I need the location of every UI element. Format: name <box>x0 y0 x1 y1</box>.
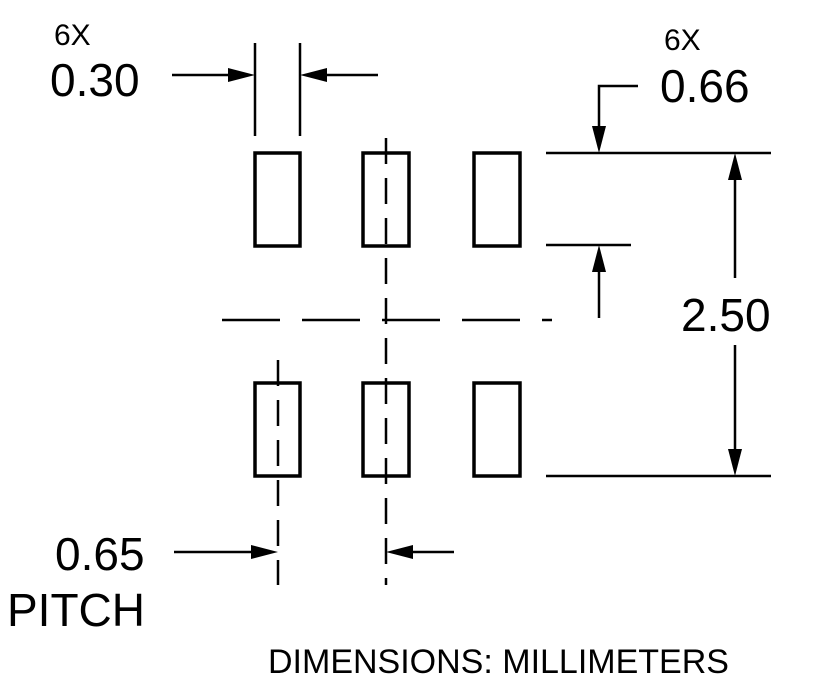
pad-top-3 <box>472 151 522 248</box>
height-count-label: 6X <box>664 24 701 57</box>
span-arrowhead-top <box>728 153 742 180</box>
pitch-arrowhead-right <box>386 545 413 559</box>
height-arrowhead-bottom <box>592 245 606 272</box>
width-count-label: 6X <box>54 19 91 52</box>
width-arrowhead-right <box>300 68 327 82</box>
height-value-label: 0.66 <box>660 60 750 112</box>
height-leader-top <box>597 84 638 130</box>
width-value-label: 0.30 <box>50 54 140 106</box>
pad-top-1 <box>253 151 302 248</box>
span-value-label: 2.50 <box>681 289 771 341</box>
height-arrowhead-top <box>592 126 606 153</box>
width-arrowhead-left <box>228 68 255 82</box>
pad-bottom-3 <box>472 381 522 478</box>
pitch-label: PITCH <box>7 584 145 636</box>
units-note: DIMENSIONS: MILLIMETERS <box>268 643 729 681</box>
pitch-value-label: 0.65 <box>55 528 145 580</box>
pitch-arrowhead-left <box>251 545 278 559</box>
span-arrowhead-bottom <box>728 449 742 476</box>
